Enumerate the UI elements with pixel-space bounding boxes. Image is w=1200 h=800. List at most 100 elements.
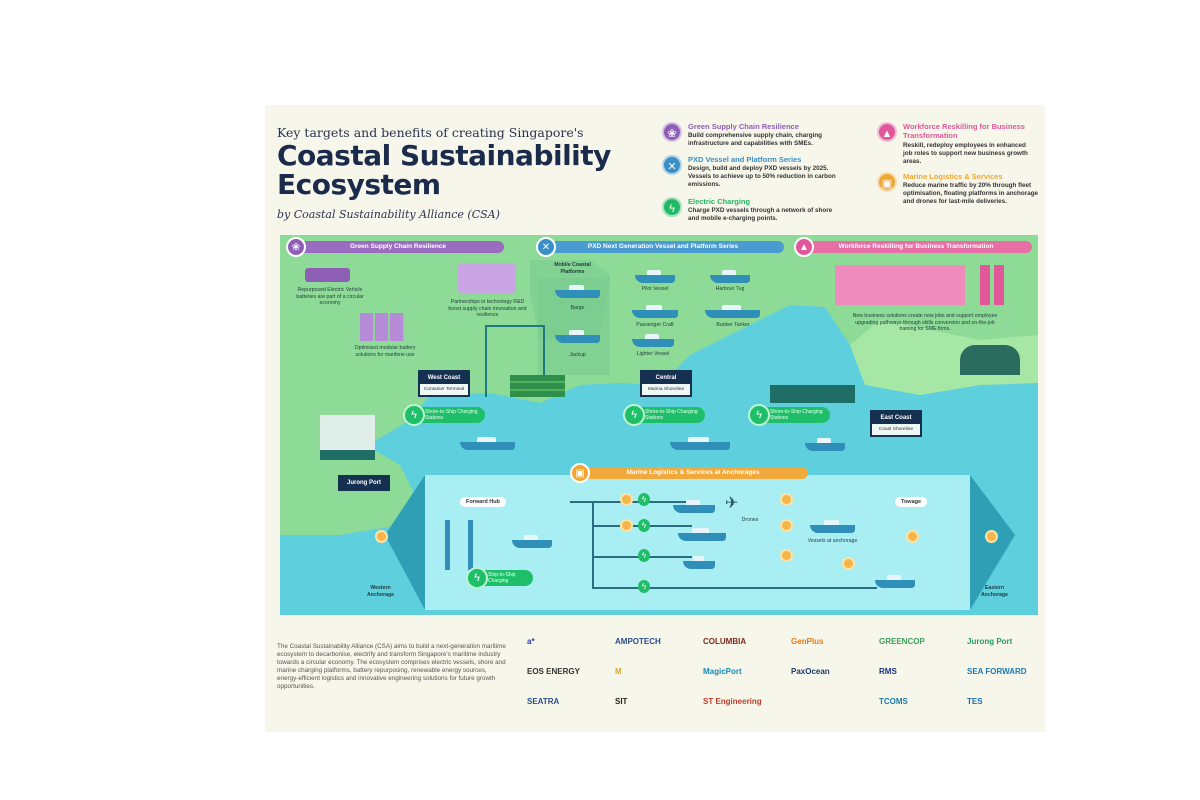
tug-towage-icon: [875, 575, 915, 588]
coin-icon: [780, 519, 793, 532]
sign-title: West Coast: [420, 372, 468, 384]
partner-logo: EOS ENERGY: [527, 667, 580, 676]
partner-logo: a*: [527, 637, 535, 646]
title-line-1: Coastal Sustainability: [277, 139, 611, 172]
subtitle: Key targets and benefits of creating Sin…: [277, 125, 584, 140]
partner-logo: M: [615, 667, 622, 676]
lightning-icon: ϟ: [623, 404, 645, 426]
partner-logo: PaxOcean: [791, 667, 830, 676]
legend-title: Electric Charging: [688, 197, 751, 206]
banner-workforce: Workforce Reskilling for Business Transf…: [800, 241, 1032, 253]
pier-icon: [770, 385, 855, 403]
passenger-craft-icon: [632, 305, 678, 318]
node-forward-hub: Forward Hub: [460, 497, 506, 507]
charging-label: Shore-to-Ship Charging Stations: [425, 409, 478, 421]
ship-central: [670, 437, 730, 450]
node-towage: Towage: [895, 497, 928, 507]
partner-logo: RMS: [879, 667, 897, 676]
label-harbour-tug: Harbour Tug: [715, 286, 745, 292]
coin-icon: [780, 493, 793, 506]
partner-logo: COLUMBIA: [703, 637, 747, 646]
bunker-tanker-icon: [705, 305, 760, 318]
pilot-vessel-icon: [635, 270, 675, 283]
tanks-icon: [320, 415, 375, 460]
label-jackup: Jackup: [569, 352, 586, 358]
byline: by Coastal Sustainability Alliance (CSA): [277, 208, 500, 221]
legend-title: Workforce Reskilling for Business Transf…: [903, 122, 1025, 140]
ship-west: [460, 437, 515, 450]
label-drones: Drones: [741, 517, 759, 523]
oil-rig-icon: [445, 520, 473, 570]
partner-logo: AMPOTECH: [615, 637, 661, 646]
banner-pxd: PXD Next Generation Vessel and Platform …: [542, 241, 784, 253]
sign-sub: Container Terminal: [423, 387, 465, 392]
coin-icon: [985, 530, 998, 543]
legend-desc: Design, build and deploy PXD vessels by …: [688, 165, 836, 188]
infographic: Key targets and benefits of creating Sin…: [265, 105, 1045, 732]
title-line-2: Ecosystem: [277, 168, 441, 201]
legend-desc: Charge PXD vessels through a network of …: [688, 207, 833, 222]
caption-modular: Optimised modular battery solutions for …: [354, 345, 416, 358]
coin-icon: [842, 557, 855, 570]
route-line: [592, 587, 877, 589]
legend-title: PXD Vessel and Platform Series: [688, 155, 802, 164]
partner-logo: SEA FORWARD: [967, 667, 1027, 676]
partner-logo: TCOMS: [879, 697, 908, 706]
ship-service: [678, 528, 726, 541]
legend-desc: Reduce marine traffic by 20% through fle…: [903, 182, 1039, 205]
ship-drone-delivery: [673, 500, 715, 513]
partner-logo: MagicPort: [703, 667, 742, 676]
sign-title: Jurong Port: [340, 477, 388, 489]
partner-logo: GenPlus: [791, 637, 824, 646]
label-eastern-anchorage: Eastern Anchorage: [980, 585, 1009, 598]
partner-logo: GREENCOP: [879, 637, 925, 646]
partner-logo: ST Engineering: [703, 697, 762, 706]
box-icon: ▣: [877, 172, 897, 192]
legend-title: Marine Logistics & Services: [903, 172, 1003, 181]
lightning-icon: ϟ: [638, 493, 650, 506]
modular-battery-icon: [360, 313, 405, 341]
legend-title: Green Supply Chain Resilience: [688, 122, 799, 131]
barge-ship-icon: [555, 285, 600, 298]
coin-icon: [620, 519, 633, 532]
caption-workforce: New business solutions create new jobs a…: [852, 313, 998, 332]
ship-lighter: [683, 556, 715, 569]
lightning-icon: ϟ: [638, 580, 650, 593]
sign-sub: Marina Shoreline: [647, 387, 685, 392]
drone-icon: ✈: [725, 495, 739, 512]
route-line: [592, 501, 594, 587]
about-text: The Coastal Sustainability Alliance (CSA…: [277, 643, 506, 690]
leaf-icon: ❀: [286, 237, 306, 257]
ship-east: [805, 438, 845, 451]
partner-logo: Jurong Port: [967, 637, 1013, 646]
lightning-icon: ϟ: [466, 567, 488, 589]
banner-green-supply: Green Supply Chain Resilience: [292, 241, 504, 253]
crane-icon: [485, 325, 545, 397]
lightning-icon: ϟ: [748, 404, 770, 426]
label-lighter-vessel: Lighter Vessel: [636, 351, 670, 357]
partner-logo: SIT: [615, 697, 628, 706]
coin-icon: [620, 493, 633, 506]
trees-tower-icon: [960, 345, 1020, 375]
platforms-title: Mobile Coastal Platforms: [554, 262, 591, 275]
building-icon: ▲: [794, 237, 814, 257]
label-vessels-anchorage: Vessels at anchorage: [807, 538, 858, 544]
building-icon: ▲: [877, 122, 897, 142]
tools-icon: ✕: [536, 237, 556, 257]
coin-icon: [375, 530, 388, 543]
harbour-tug-icon: [710, 270, 750, 283]
label-passenger-craft: Passenger Craft: [636, 322, 674, 328]
box-icon: ▣: [570, 463, 590, 483]
lightning-icon: ϟ: [638, 519, 650, 532]
sign-title: Central: [642, 372, 690, 384]
leaf-icon: ❀: [662, 122, 682, 142]
coin-icon: [906, 530, 919, 543]
